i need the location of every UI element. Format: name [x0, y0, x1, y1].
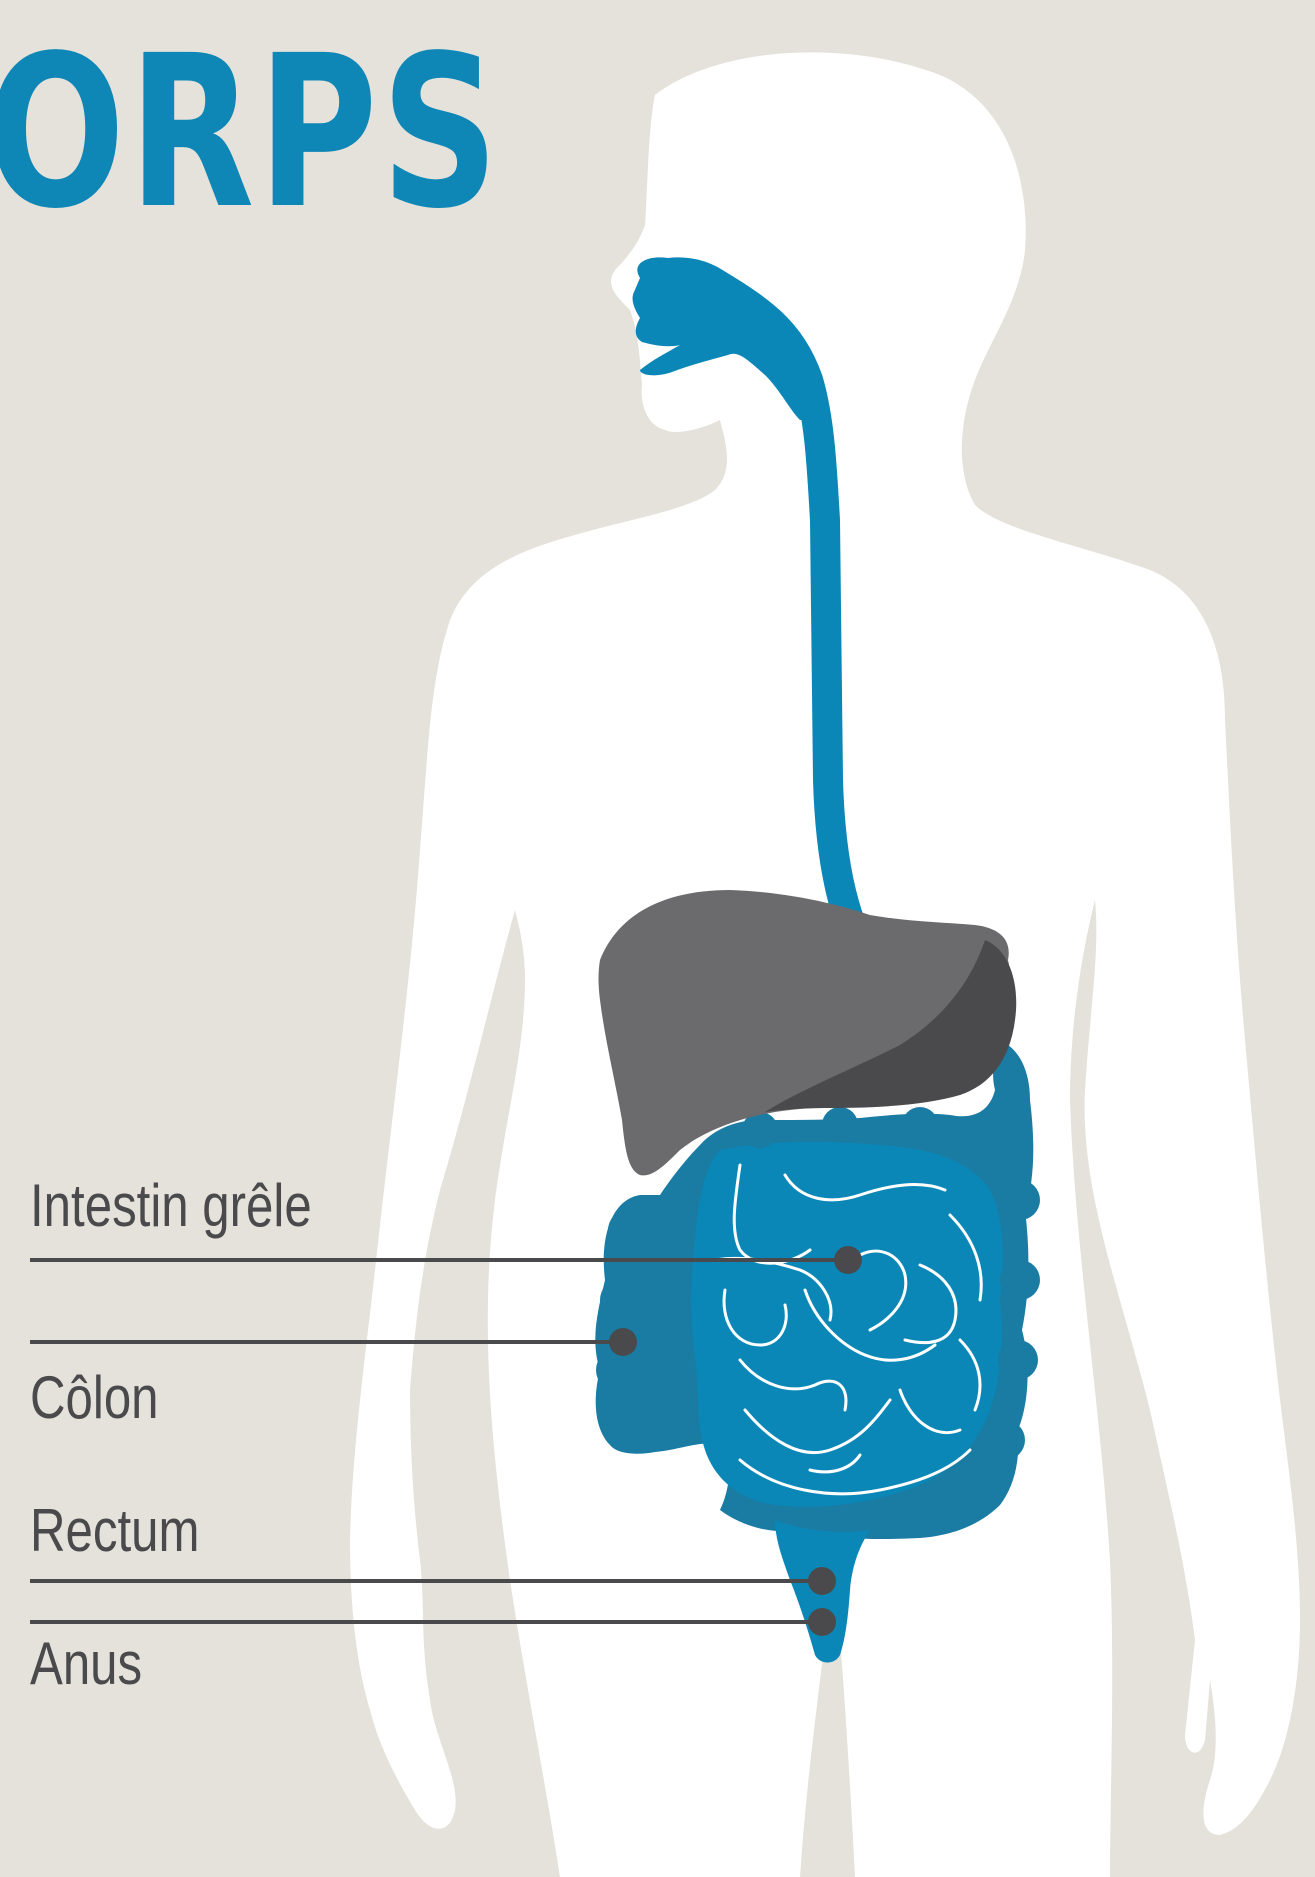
pointer-dot-colon — [609, 1328, 637, 1356]
label-rectum: Rectum — [30, 1501, 200, 1561]
page-title: ORPS — [0, 28, 502, 238]
label-anus: Anus — [30, 1634, 142, 1694]
pointer-dot-rectum — [808, 1567, 836, 1595]
label-colon: Côlon — [30, 1368, 159, 1428]
pointer-dot-intestin — [834, 1246, 862, 1274]
pointer-dot-anus — [808, 1608, 836, 1636]
small-intestine — [691, 1142, 1003, 1507]
label-intestin-grele: Intestin grêle — [30, 1176, 312, 1236]
